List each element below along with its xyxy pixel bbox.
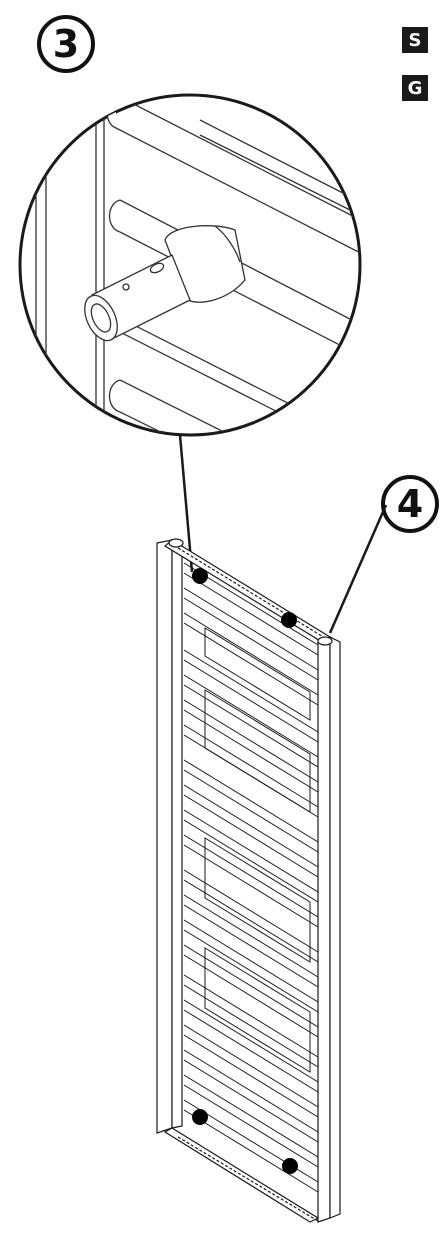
left-upright <box>156 539 173 1134</box>
leader-line-step-4 <box>328 504 388 634</box>
mounting-point <box>192 1109 208 1125</box>
towel-radiator <box>156 538 341 1223</box>
rail-tubes <box>183 562 319 1193</box>
mounting-point <box>282 1158 298 1174</box>
rail-gaps <box>204 627 311 1073</box>
mounting-point <box>281 612 297 628</box>
top-right-cap <box>317 636 333 646</box>
language-tag-g-label: G <box>407 77 423 99</box>
language-tag-s-label: S <box>408 29 422 51</box>
top-left-cap <box>168 538 184 548</box>
language-tag-s: S <box>402 27 428 53</box>
bottom-rail <box>163 1127 320 1223</box>
right-upright <box>317 636 331 1223</box>
step-3-number: 3 <box>52 22 80 66</box>
leader-line-detail <box>178 434 194 573</box>
pin-hole <box>149 262 165 274</box>
step-3-badge: 3 <box>37 15 95 73</box>
step-4-badge: 4 <box>381 475 439 533</box>
collar <box>164 225 246 303</box>
mounting-point <box>192 568 208 584</box>
language-tag-g: G <box>402 75 428 101</box>
step-4-number: 4 <box>396 482 424 526</box>
magnified-detail <box>18 93 362 437</box>
